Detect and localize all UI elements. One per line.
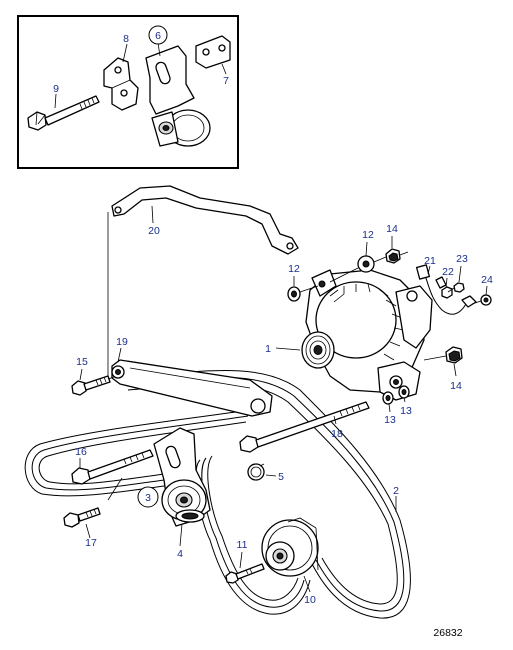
nut-14-right: 14	[423, 346, 463, 392]
callout-5: 5	[278, 471, 284, 483]
callout-17: 17	[85, 537, 97, 549]
spacer-13-right: 13	[398, 385, 412, 417]
screw-23: 23	[447, 253, 468, 293]
bolt-17: 17	[63, 507, 101, 549]
callout-14-right: 14	[450, 380, 462, 392]
callout-circle-3	[137, 486, 159, 508]
callout-24: 24	[481, 274, 493, 286]
spacer-13-left: 13	[382, 391, 396, 426]
callout-18: 18	[331, 428, 343, 440]
bolt-11: 11	[225, 539, 265, 584]
idler-pulley-10: 10	[261, 517, 319, 606]
callout-14-top: 14	[386, 223, 398, 235]
callout-23: 23	[456, 253, 468, 265]
tensioner-4: 4	[153, 427, 211, 560]
tensioner-6	[145, 45, 211, 147]
callout-3: 3	[145, 492, 151, 504]
washer-12-left: 12	[287, 263, 319, 302]
figure-number: 26832	[433, 627, 462, 639]
plate-7	[195, 35, 231, 69]
inset-detail-box: 6 8 7 9	[17, 15, 239, 169]
bolt-18: 18	[239, 401, 370, 453]
callout-20: 20	[148, 225, 160, 237]
callout-4: 4	[177, 548, 183, 560]
bracket-20: 20	[111, 185, 299, 255]
callout-10: 10	[304, 594, 316, 606]
callout-21: 21	[424, 255, 436, 267]
bolt-16: 16	[71, 446, 154, 485]
callout-1: 1	[265, 343, 271, 355]
nut-22: 22	[441, 266, 454, 299]
circlip-5: 5	[247, 463, 284, 483]
arm-19: 19	[111, 336, 273, 417]
cable-21: 21	[415, 255, 477, 315]
belt-left-loop	[24, 409, 251, 497]
callout-12-left: 12	[288, 263, 300, 275]
callout-circle-6	[148, 25, 168, 45]
callout-22: 22	[442, 266, 454, 278]
callout-2: 2	[393, 485, 399, 497]
washer-12-top: 12	[329, 229, 375, 283]
callout-19: 19	[116, 336, 128, 348]
bolt-15: 15	[71, 356, 115, 396]
bracket-8	[103, 57, 139, 111]
alternator-1: 1	[265, 269, 433, 401]
callout-12-top: 12	[362, 229, 374, 241]
callout-9: 9	[53, 83, 59, 95]
callout-11: 11	[237, 539, 248, 551]
bolt-9	[27, 95, 100, 131]
callout-16: 16	[75, 446, 87, 458]
callout-13-left: 13	[384, 414, 396, 426]
callout-7: 7	[223, 75, 229, 87]
callout-8: 8	[123, 33, 129, 45]
callout-15: 15	[76, 356, 88, 368]
washer-24: 24	[471, 274, 493, 306]
nut-14-top: 14	[373, 223, 409, 264]
callout-6: 6	[155, 30, 161, 42]
callout-13-right: 13	[400, 405, 412, 417]
